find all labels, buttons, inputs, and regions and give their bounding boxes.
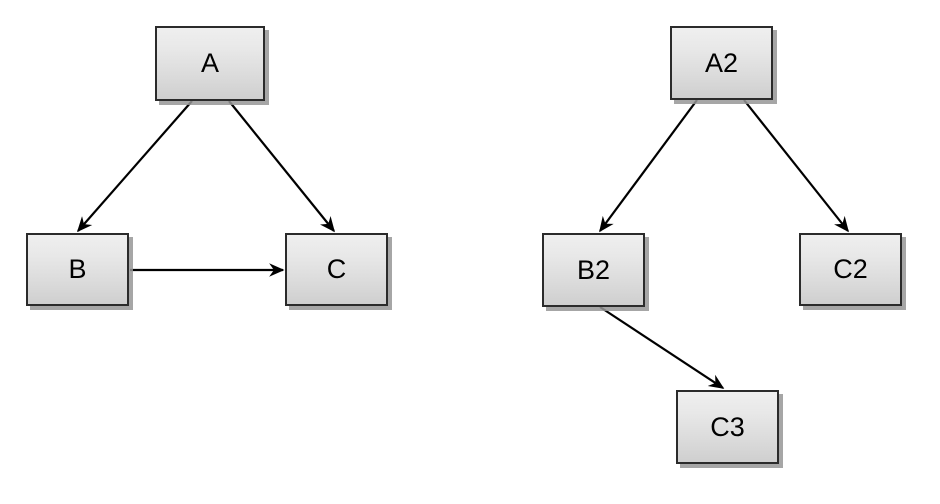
edge-a2-to-c2 — [743, 99, 849, 233]
edge-a-to-b — [76, 100, 193, 233]
node-b-label: B — [68, 254, 87, 284]
node-a2-label: A2 — [704, 47, 739, 78]
node-b2[interactable]: B2 — [542, 233, 645, 307]
node-c2[interactable]: C2 — [799, 233, 902, 306]
node-c3[interactable]: C3 — [676, 390, 779, 464]
node-c-label: C — [326, 254, 347, 284]
node-b[interactable]: B — [26, 233, 129, 306]
node-b2-label: B2 — [576, 254, 611, 285]
edge-a-to-c — [228, 100, 335, 233]
edge-a2-to-b2 — [599, 99, 698, 233]
node-c3-label: C3 — [710, 411, 745, 442]
node-c[interactable]: C — [285, 233, 388, 306]
node-c2-label: C2 — [833, 254, 868, 284]
node-a2[interactable]: A2 — [670, 26, 773, 100]
node-a-label: A — [200, 48, 219, 78]
node-a[interactable]: A — [155, 26, 265, 101]
edge-b2-to-c3 — [599, 306, 725, 389]
